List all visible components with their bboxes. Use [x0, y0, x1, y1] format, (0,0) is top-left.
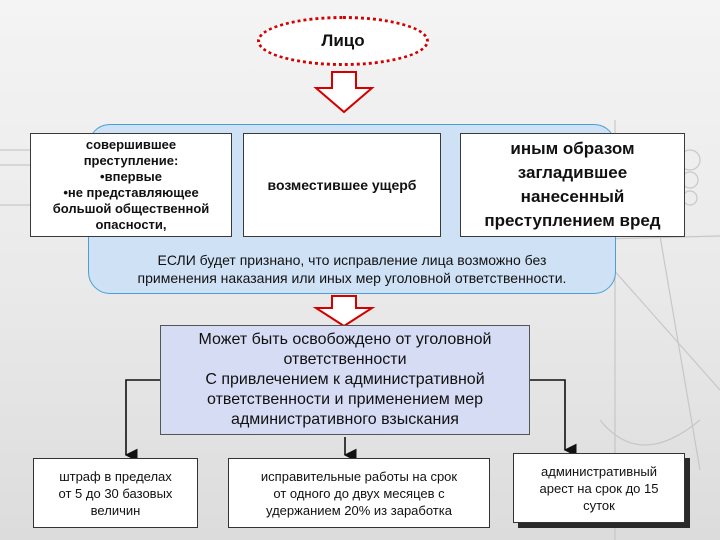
person-oval: Лицо [257, 16, 429, 66]
criteria-line: большой общественной [52, 201, 210, 216]
criteria-line: опасности, [95, 217, 167, 232]
criteria-line: преступлением вред [484, 211, 661, 230]
penalty-corrective-work-box: исправительные работы на срок от одного … [228, 458, 490, 528]
penalty-line: административный [541, 463, 657, 479]
criteria-line: загладившее [517, 163, 628, 182]
release-result-box: Может быть освобождено от уголовной отве… [160, 325, 530, 435]
penalty-arrest-box: административный арест на срок до 15 сут… [513, 453, 685, 523]
penalty-line: штраф в пределах [59, 468, 172, 484]
criteria-damage-compensated-box: возместившее ущерб [243, 133, 441, 237]
criteria-line: иным образом [510, 139, 635, 158]
condition-line: ЕСЛИ будет признано, что исправление лиц… [157, 252, 547, 268]
result-line: С привлечением к административной [205, 371, 485, 388]
down-arrow-top [313, 71, 375, 114]
criteria-harm-repaired-box: иным образом загладившее нанесенный прес… [460, 133, 685, 237]
condition-line: применения наказания или иных мер уголов… [137, 270, 567, 286]
penalty-line: суток [583, 497, 615, 513]
person-label: Лицо [321, 31, 365, 50]
penalty-line: исправительные работы на срок [260, 468, 458, 484]
connector-right [530, 379, 577, 457]
criteria-damage-label: возместившее ущерб [267, 177, 417, 193]
penalty-line: от 5 до 30 базовых [58, 485, 173, 501]
penalty-line: величин [90, 502, 141, 518]
penalty-fine-box: штраф в пределах от 5 до 30 базовых вели… [33, 458, 198, 528]
down-arrow-middle [312, 295, 376, 328]
criteria-first-offense-box: совершившее преступление: •впервые •не п… [30, 133, 232, 237]
criteria-line: преступление: [83, 153, 179, 168]
result-line: ответственности и применением мер [207, 391, 483, 408]
criteria-line: совершившее [85, 137, 177, 152]
penalty-line: арест на срок до 15 [539, 480, 659, 496]
connector-left [124, 379, 160, 462]
condition-text: ЕСЛИ будет признано, что исправление лиц… [96, 246, 608, 292]
result-line: административного взыскания [231, 411, 459, 428]
result-line: Может быть освобождено от уголовной [198, 331, 492, 348]
result-line: ответственности [283, 351, 407, 368]
criteria-line: нанесенный [520, 187, 625, 206]
penalty-line: удержанием 20% из заработка [266, 502, 452, 518]
penalty-line: от одного до двух месяцев с [273, 485, 445, 501]
criteria-line: •не представляющее [63, 185, 199, 200]
criteria-line: •впервые [100, 169, 162, 184]
